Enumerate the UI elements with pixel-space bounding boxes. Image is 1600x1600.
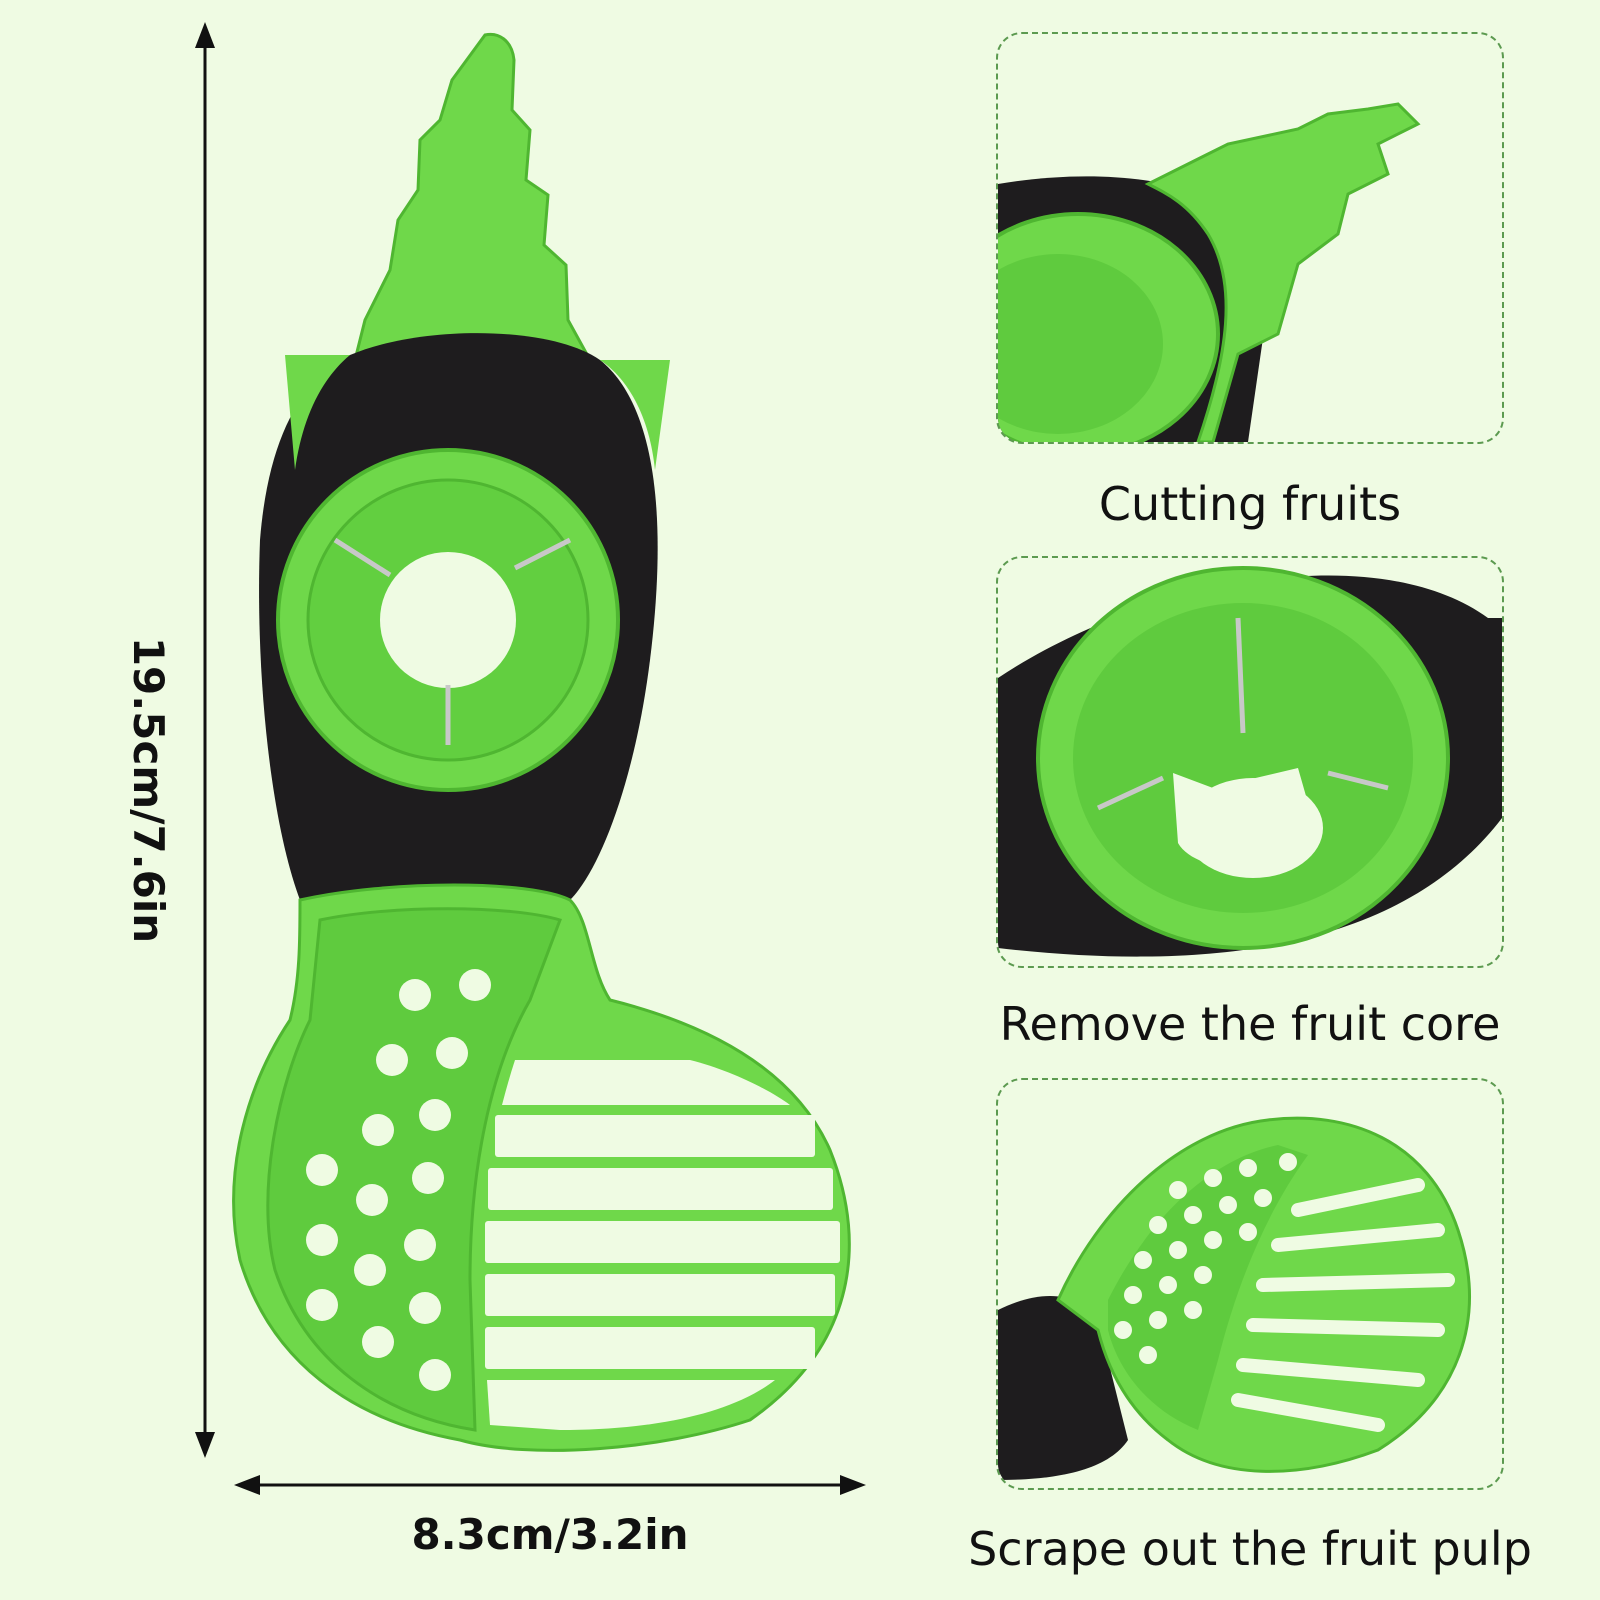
scoop-holes [306, 969, 491, 1391]
slicer-slots [485, 1060, 840, 1430]
caption-core: Remove the fruit core [999, 997, 1501, 1051]
caption-cutting: Cutting fruits [1098, 477, 1402, 531]
feature-panel-cutting [996, 32, 1504, 444]
height-dimension-arrow [195, 22, 215, 1458]
slicer-scoop-icon [998, 1116, 1471, 1480]
blade-tip-icon [998, 102, 1421, 442]
height-dimension-label: 19.5cm/7.6in [124, 636, 173, 944]
blade-tip [348, 32, 593, 382]
pitter-ring-icon [998, 566, 1502, 957]
width-dimension-label: 8.3cm/3.2in [411, 1510, 689, 1559]
pitter-hole [380, 552, 516, 688]
caption-pulp: Scrape out the fruit pulp [968, 1522, 1532, 1576]
feature-panel-pulp [996, 1078, 1504, 1490]
feature-panel-core [996, 556, 1504, 968]
avocado-tool-illustration [232, 32, 851, 1452]
width-dimension-arrow [234, 1475, 866, 1495]
